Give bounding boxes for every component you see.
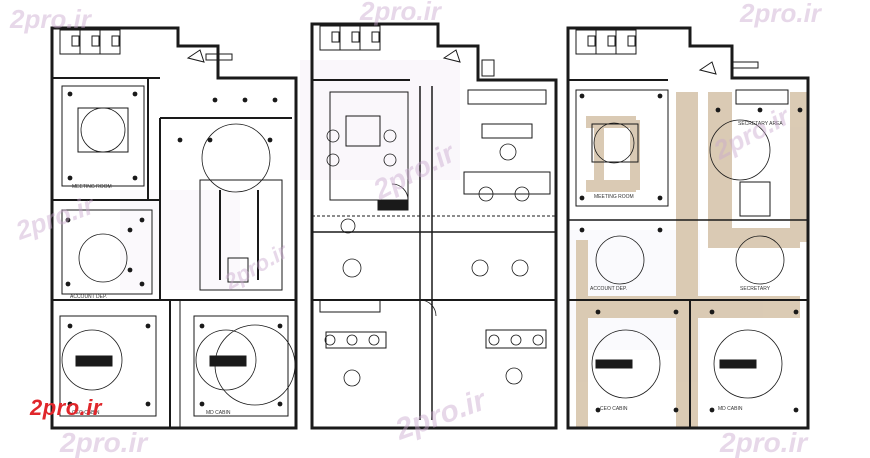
plan3-label-md: MD CABIN (718, 406, 743, 412)
plan3-label-meeting: MEETING ROOM (594, 194, 634, 200)
highlighted-layout-plan: SECRETARY AREA MEETING ROOM ACCOUNT DEP.… (566, 26, 810, 430)
plan1-label-meeting: MEETING ROOM (72, 184, 112, 190)
watermark-text: 2pro.ir (9, 4, 93, 34)
highlight-zones (576, 92, 808, 428)
electrical-layout-plan: MEETING ROOM ACCOUNT DEP. CEO CABIN MD C… (50, 26, 298, 430)
plan1-label-md: MD CABIN (206, 410, 231, 416)
plan3-label-account: ACCOUNT DEP. (590, 286, 627, 292)
brand-logo-text: 2pro.ir (30, 395, 102, 420)
plan1-label-ceo: CEO CABIN (72, 410, 100, 416)
plan3-label-secretary-area: SECRETARY AREA (738, 121, 783, 127)
furniture-layout-plan (310, 22, 558, 430)
watermark-text: 2pro.ir (719, 427, 809, 458)
plan1-label-account: ACCOUNT DEP. (70, 294, 107, 300)
watermark-text: 2pro.ir (359, 0, 443, 26)
plan3-label-ceo: CEO CABIN (600, 406, 628, 412)
plan3-label-secretary: SECRETARY (740, 286, 771, 292)
watermark-text: 2pro.ir (739, 0, 823, 28)
watermark-text: 2pro.ir (59, 427, 149, 458)
